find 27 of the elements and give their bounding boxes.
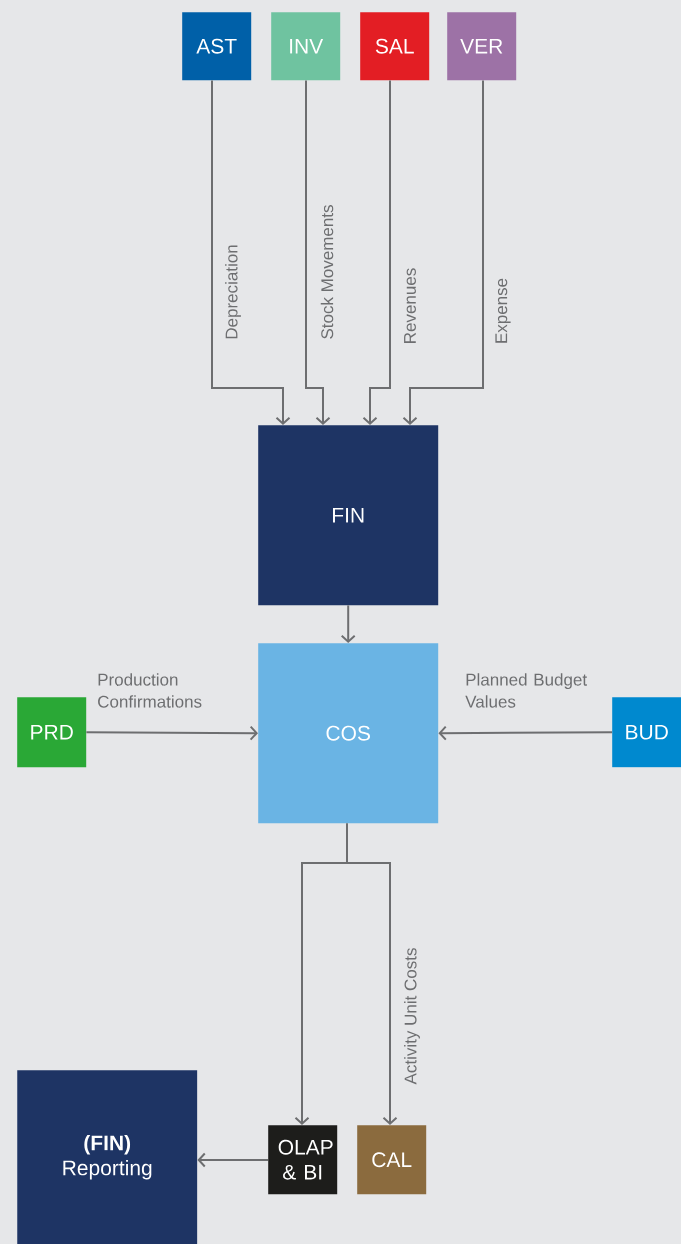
process-box: AST	[182, 12, 252, 81]
edge-label: Stock Movements	[320, 205, 334, 339]
process-box: BUD	[612, 697, 681, 768]
arrow	[211, 79, 291, 425]
process-box: FIN	[258, 425, 439, 606]
arrow	[402, 79, 484, 425]
process-box: CAL	[357, 1125, 427, 1195]
edge-label: Expense	[495, 278, 511, 343]
edge-label: Activity Unit Costs	[404, 948, 420, 1085]
edge-label: Depreciation	[225, 245, 241, 339]
arrow	[85, 725, 258, 741]
arrow	[340, 604, 356, 643]
edge-label: Revenues	[404, 268, 416, 343]
process-box: VER	[447, 12, 517, 81]
arrow	[305, 79, 331, 425]
process-box: OLAP & BI	[268, 1125, 338, 1195]
edge-label: Production Confirmations	[98, 673, 202, 708]
process-box: (FIN) Reporting	[17, 1070, 198, 1244]
process-box: PRD	[17, 697, 87, 768]
process-box: INV	[271, 12, 341, 81]
process-box: SAL	[360, 12, 430, 81]
arrow	[346, 822, 398, 1125]
process-box: COS	[258, 643, 439, 824]
arrow	[362, 79, 391, 425]
arrow	[197, 1152, 269, 1168]
edge-label: Planned Budget Values	[465, 673, 587, 708]
arrow	[438, 725, 613, 741]
